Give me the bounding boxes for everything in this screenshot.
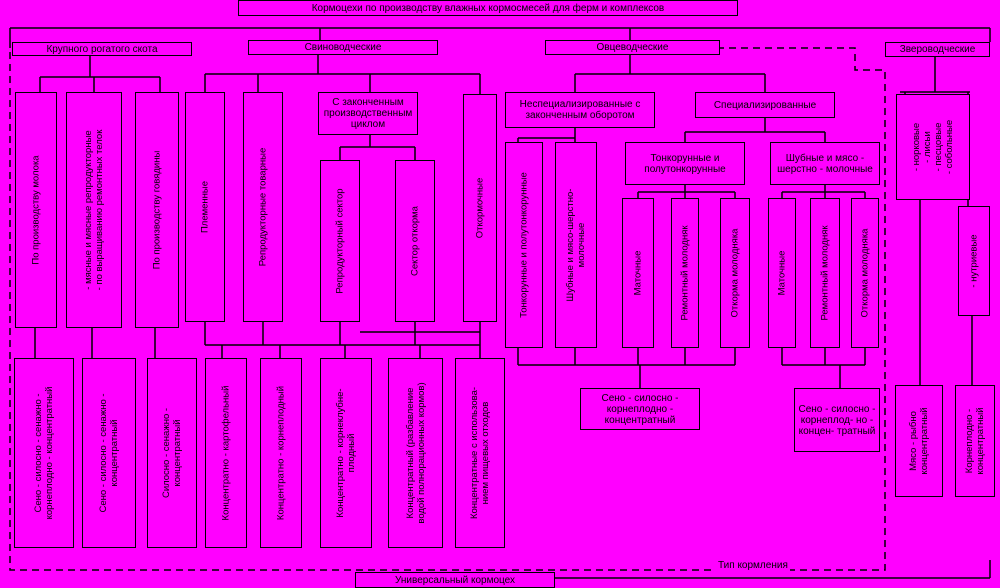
sheep-fine-young-box: Ремонтный молодняк: [671, 198, 699, 348]
pig-fattening-sector-box: Сектор откорма: [395, 160, 435, 322]
cattle-beef-box: По производству говядины: [135, 92, 179, 328]
pig-feed-3-label: Концентратно - корнеклубне- плодный: [335, 388, 357, 518]
fur-animals-b-label: - нутриевые: [968, 234, 980, 288]
pig-breeding-box: Племенные: [185, 92, 225, 322]
pig-reproductive-box: Репродукторные товарные: [243, 92, 283, 322]
cattle-milk-label: По производству молока: [30, 155, 42, 265]
feeding-type-label: Тип кормления: [716, 560, 790, 571]
branch-sheep: Овцеводческие: [545, 40, 720, 55]
cattle-feed-3-label: Силосно - сенажно - концентратный: [161, 407, 183, 499]
pig-fattening-sector-label: Сектор откорма: [409, 206, 421, 276]
pig-feed-5-box: Концентратные с использова- нием пищевых…: [455, 358, 505, 548]
sheep-nonspecial-box: Неспециализированные с законченным оборо…: [505, 92, 655, 128]
cattle-feed-1-label: Сено - силосно - сенажно - корнеплодно -…: [33, 386, 55, 520]
pig-feed-2-box: Концентратно - корнеплодный: [260, 358, 302, 548]
cattle-feed-3-box: Силосно - сенажно - концентратный: [147, 358, 197, 548]
sheep-feed-main-box: Сено - силосно - корнеплодно - концентра…: [580, 388, 700, 430]
fur-feed-a-box: Мясо - рыбно концентратный: [895, 385, 943, 497]
sheep-feed-right-box: Сено - силосно - корнеплод- но - концен-…: [794, 388, 880, 452]
pig-repro-sector-box: Репродукторный сектор: [320, 160, 360, 322]
branch-pig: Свиноводческие: [248, 40, 438, 55]
pig-feed-4-box: Концентратный (разбавление водой полнора…: [388, 358, 443, 548]
pig-reproductive-label: Репродукторные товарные: [257, 147, 269, 267]
sheep-fur-ewes-box: Маточные: [768, 198, 796, 348]
sheep-fur-fattening-label: Откорма молодняка: [859, 228, 871, 318]
sheep-fine-fattening-label: Откорма молодняка: [729, 228, 741, 318]
fur-feed-a-label: Мясо - рыбно концентратный: [908, 407, 930, 475]
pig-repro-sector-label: Репродукторный сектор: [334, 188, 346, 294]
fur-animals-a-box: - норковые - лисьи - песцовые - собольны…: [896, 94, 970, 200]
cattle-feed-2-label: Сено - силосно - сенажно - концентратный: [98, 393, 120, 513]
pig-fattening-box: Откормочные: [463, 94, 497, 322]
cattle-beef-label: По производству говядины: [151, 150, 163, 270]
cattle-feed-2-box: Сено - силосно - сенажно - концентратный: [82, 358, 136, 548]
universal-feed-shop-box: Универсальный кормоцех: [355, 572, 555, 588]
sheep-special-box: Специализированные: [695, 92, 835, 118]
sheep-fine-fattening-box: Откорма молодняка: [720, 198, 750, 348]
cattle-milk-box: По производству молока: [15, 92, 57, 328]
cattle-feed-1-box: Сено - силосно - сенажно - корнеплодно -…: [14, 358, 74, 548]
branch-fur: Звероводческие: [885, 42, 990, 57]
fur-animals-b-box: - нутриевые: [958, 206, 990, 316]
sheep-fur-ewes-label: Маточные: [776, 250, 788, 296]
pig-feed-3-box: Концентратно - корнеклубне- плодный: [320, 358, 372, 548]
pig-feed-1-box: Концентратно - картофельный: [205, 358, 247, 548]
fur-feed-b-label: Корнеплодно - концентратный: [964, 407, 986, 475]
fur-animals-a-label: - норковые - лисьи - песцовые - собольны…: [911, 119, 955, 175]
fur-feed-b-box: Корнеплодно - концентратный: [955, 385, 995, 497]
branch-cattle: Крупного рогатого скота: [12, 42, 192, 56]
sheep-fine-ewes-label: Маточные: [632, 250, 644, 296]
sheep-fine-wool-nonspecial-label: Тонкорунные и полутонкорунные: [518, 172, 530, 318]
sheep-fine-young-label: Ремонтный молодняк: [679, 225, 691, 321]
pig-feed-4-label: Концентратный (разбавление водой полнора…: [404, 382, 427, 524]
sheep-fur-young-label: Ремонтный молодняк: [819, 225, 831, 321]
pig-closed-cycle-box: С законченным производственным циклом: [318, 92, 418, 135]
pig-fattening-label: Откормочные: [474, 177, 486, 239]
cattle-beef-breeding-box: - мясные и мясные репродукторные - по вы…: [66, 92, 122, 328]
sheep-fur-fattening-box: Откорма молодняка: [851, 198, 879, 348]
pig-feed-5-label: Концентратные с использова- нием пищевых…: [469, 386, 491, 520]
pig-breeding-label: Племенные: [199, 180, 211, 234]
pig-feed-1-label: Концентратно - картофельный: [220, 385, 232, 521]
sheep-fur-young-box: Ремонтный молодняк: [810, 198, 840, 348]
sheep-fine-wool-nonspecial-box: Тонкорунные и полутонкорунные: [505, 142, 543, 348]
sheep-fine-wool-box: Тонкорунные и полутонкорунные: [625, 142, 745, 185]
sheep-fur-meat-box: Шубные и мясо - шерстно - молочные: [770, 142, 880, 185]
sheep-fine-ewes-box: Маточные: [622, 198, 654, 348]
cattle-beef-breeding-label: - мясные и мясные репродукторные - по вы…: [83, 129, 105, 291]
sheep-fur-meat-nonspecial-label: Шубные и мясо-шерстно- молочные: [565, 188, 587, 302]
diagram-title: Кормоцехи по производству влажных кормос…: [238, 0, 738, 16]
pig-feed-2-label: Концентратно - корнеплодный: [275, 385, 287, 521]
sheep-fur-meat-nonspecial-box: Шубные и мясо-шерстно- молочные: [555, 142, 597, 348]
